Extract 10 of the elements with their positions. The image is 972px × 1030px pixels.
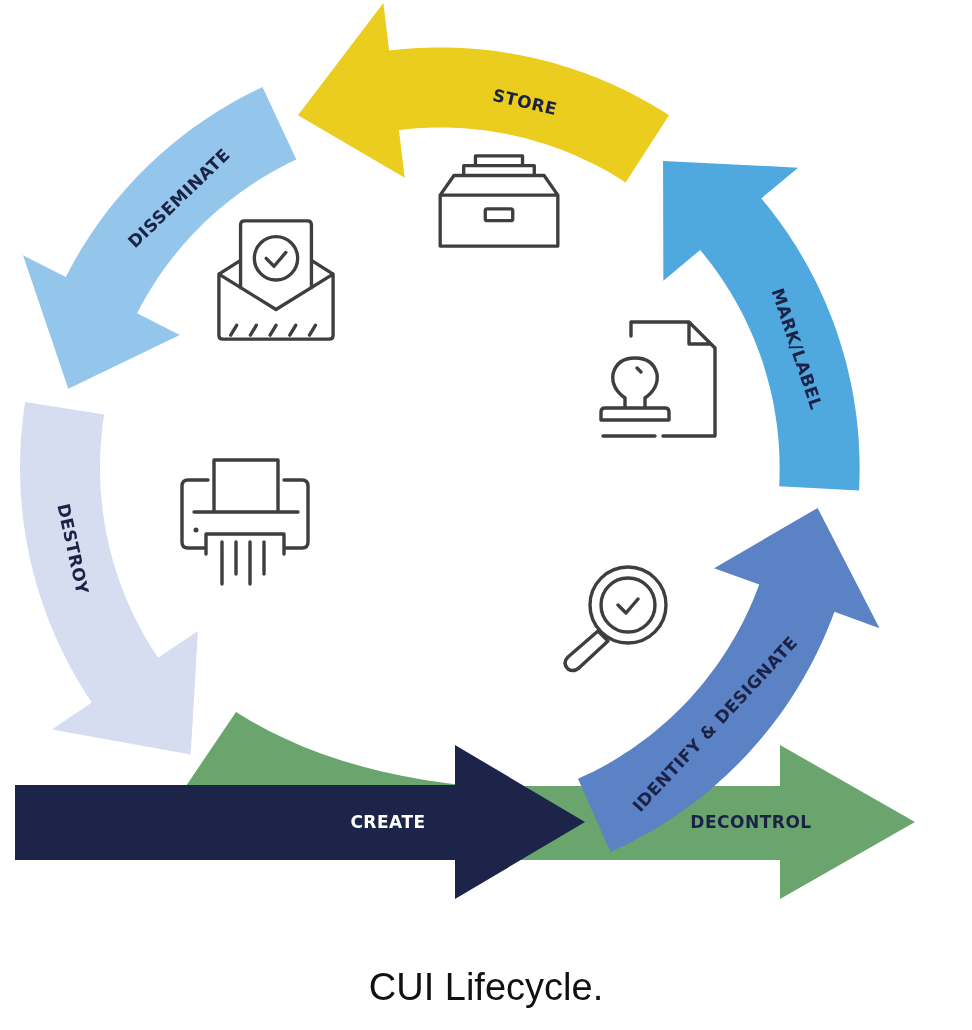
caption: CUI Lifecycle. (368, 966, 604, 1009)
cycle-stage (20, 402, 198, 755)
cycle-stage (23, 87, 297, 389)
cycle-stage (297, 3, 669, 183)
stage-label: CREATE (350, 812, 426, 832)
stage-band (15, 745, 585, 899)
stage-label: STORE (490, 84, 559, 119)
cycle-stage (663, 160, 860, 490)
cycle-stage (578, 507, 880, 852)
stage-label: DECONTROL (690, 812, 812, 832)
